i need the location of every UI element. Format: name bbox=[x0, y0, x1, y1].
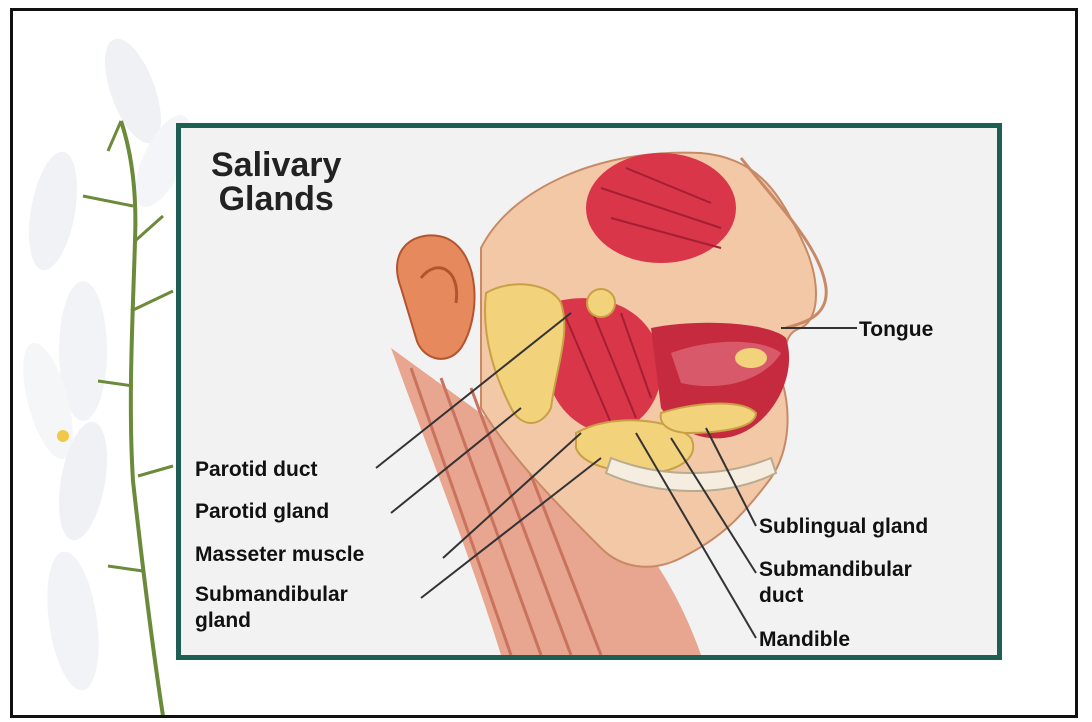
label-submandibular-gland-line1: Submandibular bbox=[195, 583, 348, 607]
label-parotid-gland: Parotid gland bbox=[195, 500, 329, 524]
title-line-2: Glands bbox=[211, 182, 341, 216]
label-submandibular-duct-line2: duct bbox=[759, 584, 803, 608]
label-sublingual-gland: Sublingual gland bbox=[759, 515, 928, 539]
label-submandibular-duct-line1: Submandibular bbox=[759, 558, 912, 582]
label-mandible: Mandible bbox=[759, 628, 850, 652]
slide: Salivary Glands Tongue Parotid duct Paro… bbox=[10, 8, 1078, 718]
label-submandibular-gland-line2: gland bbox=[195, 609, 251, 633]
diagram-panel: Salivary Glands Tongue Parotid duct Paro… bbox=[176, 123, 1002, 660]
diagram-title: Salivary Glands bbox=[211, 148, 341, 216]
label-tongue: Tongue bbox=[859, 318, 933, 342]
title-line-1: Salivary bbox=[211, 148, 341, 182]
label-masseter-muscle: Masseter muscle bbox=[195, 543, 364, 567]
label-parotid-duct: Parotid duct bbox=[195, 458, 318, 482]
